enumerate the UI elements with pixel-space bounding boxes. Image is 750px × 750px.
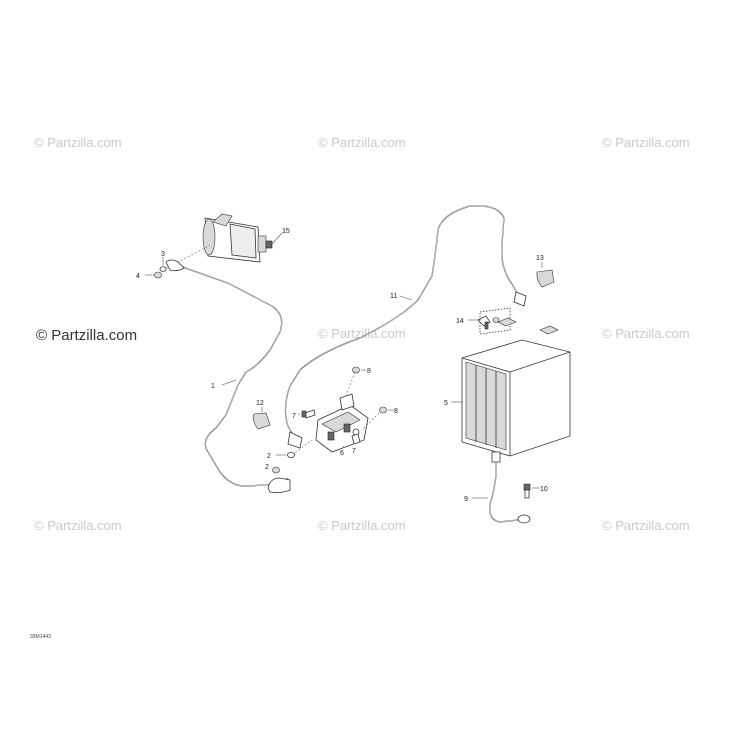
watermark-bottom-right: © Partzilla.com [602,518,690,533]
solenoid-part-6[interactable] [315,393,369,453]
watermark-middle-center: © Partzilla.com [318,326,406,341]
callout-7-left: 7 [292,413,296,420]
boot-part-12[interactable] [253,412,271,430]
nut-part-8-upper[interactable] [352,366,360,374]
washer-part-2-upper[interactable] [287,451,295,458]
callout-9: 9 [464,496,468,503]
watermark-main: © Partzilla.com [36,327,137,344]
watermark-grid: © Partzilla.com © Partzilla.com © Partzi… [34,135,690,533]
boot-part-13[interactable] [536,269,555,288]
battery-bolt-part-14[interactable] [477,307,511,335]
callout-12: 12 [256,400,264,407]
nut-part-2-lower[interactable] [272,466,280,474]
callout-11: 11 [390,293,397,300]
washer-part-3[interactable] [159,266,167,272]
watermark-bottom-left: © Partzilla.com [34,518,122,533]
watermark-top-left: © Partzilla.com [34,135,122,150]
battery-part-5[interactable] [461,317,571,457]
callout-3: 3 [161,251,165,258]
starter-motor[interactable] [202,213,273,263]
callout-13: 13 [536,255,544,262]
ground-cable-part-9[interactable] [489,451,531,524]
battery-cable-part-11[interactable] [284,205,527,449]
watermark-bottom-center: © Partzilla.com [318,518,406,533]
ground-bolt-part-10[interactable] [523,483,531,499]
callout-8-lower: 8 [394,408,398,415]
callout-15: 15 [282,228,290,235]
watermark-middle-right: © Partzilla.com [602,326,690,341]
watermark-top-center: © Partzilla.com [318,135,406,150]
nut-part-8-lower[interactable] [379,406,387,414]
drawing-code: 39M1443 [30,634,51,640]
callout-14: 14 [456,318,464,325]
screw-part-7-right[interactable] [351,433,361,445]
nut-part-4[interactable] [154,271,162,279]
callout-10: 10 [540,486,548,493]
callout-2-upper: 2 [267,453,271,460]
callout-7-right: 7 [352,448,356,455]
callout-8-upper: 8 [367,368,371,375]
callout-6: 6 [340,450,344,457]
watermark-top-right: © Partzilla.com [602,135,690,150]
callout-2-lower: 2 [265,464,269,471]
starter-cable-part-1[interactable] [165,259,291,494]
callout-4: 4 [136,273,140,280]
screw-part-7-left[interactable] [301,409,316,419]
callout-1: 1 [211,383,215,390]
callout-5: 5 [444,400,448,407]
